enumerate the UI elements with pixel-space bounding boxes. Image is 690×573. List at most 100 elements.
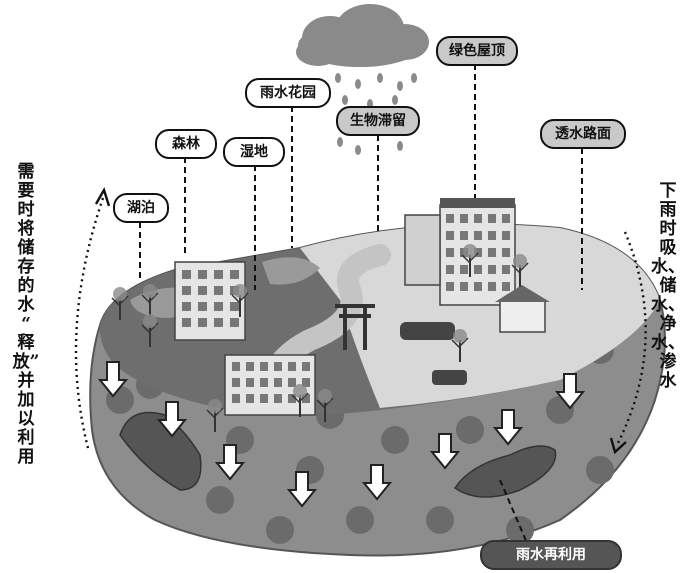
raindrop bbox=[355, 79, 361, 89]
down-arrow-icon bbox=[97, 361, 586, 508]
window bbox=[274, 362, 282, 371]
window bbox=[446, 265, 454, 274]
window bbox=[474, 248, 482, 257]
tree-crown bbox=[208, 399, 222, 413]
raindrop bbox=[342, 95, 348, 105]
tree-crown bbox=[233, 284, 247, 298]
window bbox=[214, 318, 223, 327]
tree-crown bbox=[293, 384, 307, 398]
window bbox=[182, 286, 191, 295]
tree-branch bbox=[119, 295, 129, 305]
label-wetland: 湿地 bbox=[223, 137, 285, 167]
window bbox=[288, 394, 296, 403]
window bbox=[198, 286, 207, 295]
release-arrow-head bbox=[94, 187, 111, 207]
tree-icon bbox=[461, 244, 479, 277]
window bbox=[488, 231, 496, 240]
down-arrow-icon bbox=[97, 361, 129, 398]
raindrop bbox=[397, 81, 403, 91]
window bbox=[182, 270, 191, 279]
tree-branch bbox=[316, 399, 326, 409]
right-note: 下 雨 时 吸 水、 储 水、 净 水、 渗 水 bbox=[651, 181, 685, 391]
window bbox=[302, 362, 310, 371]
window bbox=[474, 231, 482, 240]
window bbox=[246, 362, 254, 371]
water-pocket-left bbox=[119, 411, 202, 491]
window bbox=[460, 265, 468, 274]
window bbox=[260, 394, 268, 403]
tree-branch bbox=[519, 262, 529, 272]
window bbox=[446, 282, 454, 291]
tree-branch bbox=[206, 409, 216, 419]
water-pocket-right bbox=[453, 445, 557, 498]
window bbox=[502, 231, 510, 240]
leader-lines bbox=[139, 64, 583, 551]
raindrop bbox=[397, 141, 403, 151]
tree-crown bbox=[113, 287, 127, 301]
raindrop bbox=[335, 73, 341, 83]
label-lake: 湖泊 bbox=[113, 193, 169, 223]
window bbox=[488, 248, 496, 257]
tree-crown bbox=[143, 284, 157, 298]
tree-branch bbox=[111, 297, 121, 307]
raindrop bbox=[411, 73, 417, 83]
label-forest: 森林 bbox=[155, 129, 217, 159]
tree-icon bbox=[316, 389, 334, 422]
tree-icon bbox=[511, 254, 529, 287]
planter bbox=[432, 370, 467, 385]
window bbox=[460, 231, 468, 240]
window bbox=[198, 302, 207, 311]
window bbox=[260, 378, 268, 387]
bench bbox=[400, 322, 455, 340]
absorb-arrow-head bbox=[609, 437, 627, 455]
window bbox=[288, 362, 296, 371]
rain-garden-bed bbox=[262, 257, 320, 285]
tree-branch bbox=[459, 337, 469, 347]
window bbox=[446, 248, 454, 257]
window bbox=[302, 378, 310, 387]
release-arrow bbox=[74, 197, 105, 449]
tree-branch bbox=[214, 407, 224, 417]
raindrop bbox=[392, 95, 398, 105]
window bbox=[474, 282, 482, 291]
window bbox=[488, 265, 496, 274]
window bbox=[488, 214, 496, 223]
tree-icon bbox=[451, 329, 469, 362]
window bbox=[460, 214, 468, 223]
raindrop bbox=[377, 73, 383, 83]
down-arrow-icon bbox=[286, 471, 318, 508]
tree-branch bbox=[231, 294, 241, 304]
window bbox=[230, 270, 239, 279]
tree-branch bbox=[324, 397, 334, 407]
tree-branch bbox=[291, 394, 301, 404]
window bbox=[502, 282, 510, 291]
window bbox=[246, 394, 254, 403]
window bbox=[214, 270, 223, 279]
window bbox=[288, 378, 296, 387]
tree-crown bbox=[318, 389, 332, 403]
left-note: 需 要 时 将 储 存 的 水 “ 释 放” 并 加 以 利 用 bbox=[12, 162, 40, 467]
window bbox=[232, 394, 240, 403]
tree-crown bbox=[463, 244, 477, 258]
tree-icon bbox=[141, 284, 159, 317]
tree-icon bbox=[111, 287, 129, 320]
tree-branch bbox=[141, 324, 151, 334]
soil-spot bbox=[206, 486, 234, 514]
window bbox=[230, 318, 239, 327]
tree-branch bbox=[511, 264, 521, 274]
down-arrow-icon bbox=[492, 409, 524, 446]
window bbox=[502, 248, 510, 257]
window bbox=[474, 214, 482, 223]
down-arrow-icon bbox=[214, 444, 246, 481]
urban-light-area bbox=[300, 224, 660, 408]
window bbox=[446, 231, 454, 240]
window bbox=[446, 214, 454, 223]
window bbox=[246, 378, 254, 387]
rain-cloud-icon bbox=[296, 4, 429, 67]
label-permeable-road: 透水路面 bbox=[540, 119, 626, 149]
window bbox=[214, 286, 223, 295]
torii-gate-icon bbox=[335, 304, 375, 350]
tree-branch bbox=[469, 252, 479, 262]
window bbox=[198, 318, 207, 327]
down-arrow-icon bbox=[554, 373, 586, 410]
